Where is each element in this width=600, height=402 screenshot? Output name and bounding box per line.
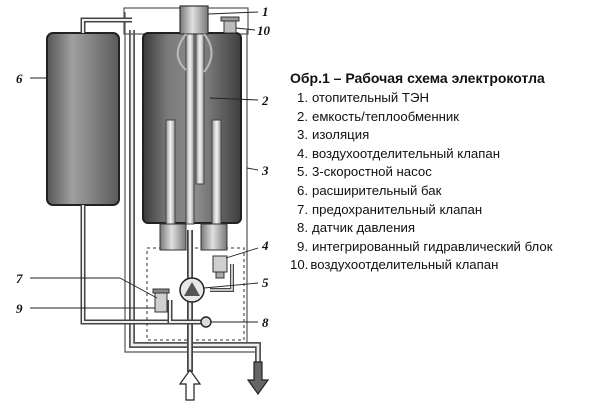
legend-item-text: 3-скоростной насос: [312, 164, 432, 180]
legend-item-number: 7.: [297, 201, 308, 217]
legend-item: 9.интегрированный гидравлический блок: [290, 238, 600, 257]
safety-valve: [152, 288, 170, 313]
legend-item: 6.расширительный бак: [290, 182, 600, 201]
legend-item-text: датчик давления: [312, 220, 416, 236]
callout-4: 4: [261, 238, 269, 253]
callout-9: 9: [16, 301, 23, 316]
legend-item-text: расширительный бак: [312, 182, 442, 198]
legend-item-number: 3.: [297, 127, 308, 143]
legend-item: 4.воздухоотделительный клапан: [290, 145, 600, 164]
outlet-arrow-icon: [246, 361, 270, 396]
callout-6: 6: [16, 71, 23, 86]
lower-connectors: [159, 223, 228, 251]
legend-item-number: 9.: [297, 238, 308, 254]
legend-item-number: 8.: [297, 220, 308, 236]
legend-item-text: емкость/теплообменник: [312, 108, 460, 124]
legend-item-text: изоляция: [312, 127, 370, 143]
legend-item-text: воздухоотделительный клапан: [310, 257, 499, 273]
legend-item: 7.предохранительный клапан: [290, 201, 600, 220]
air-vent-lower: [212, 255, 228, 279]
callout-1: 1: [262, 4, 269, 19]
legend-item-text: отопительный ТЭН: [312, 90, 429, 105]
pressure-sensor: [200, 316, 212, 328]
legend-item: 5.3-скоростной насос: [290, 163, 600, 182]
legend-item-number: 10.: [290, 257, 309, 273]
legend-item-text: интегрированный гидравлический блок: [312, 238, 553, 254]
legend-list: 1. отопительный ТЭН 2.емкость/теплообменн…: [290, 89, 600, 275]
insulation-frame: [123, 7, 261, 362]
pump: [179, 277, 205, 303]
callout-3: 3: [261, 163, 269, 178]
legend-title: Обр.1 – Рабочая схема электрокотла: [290, 70, 545, 86]
inlet-arrow-icon: [178, 368, 202, 401]
heating-elements: [165, 33, 222, 225]
legend: Обр.1 – Рабочая схема электрокотла 1. ото…: [290, 70, 600, 275]
legend-item-number: 5.: [297, 164, 308, 180]
legend-item: 8.датчик давления: [290, 219, 600, 238]
hydraulic-block: [146, 247, 245, 341]
callout-7: 7: [16, 271, 23, 286]
callout-5: 5: [262, 275, 269, 290]
air-vent-top: [220, 16, 240, 34]
heater-head: [179, 5, 209, 35]
legend-item-number: 6.: [297, 182, 308, 198]
leader-lines: [30, 11, 259, 323]
legend-item-number: 4.: [297, 145, 308, 161]
legend-item-number: 1.: [297, 90, 308, 105]
legend-item: 1. отопительный ТЭН: [290, 89, 600, 108]
callout-8: 8: [262, 315, 269, 330]
legend-item-text: воздухоотделительный клапан: [312, 145, 501, 161]
expansion-tank: [46, 17, 170, 325]
callout-2: 2: [261, 93, 269, 108]
callout-10: 10: [257, 23, 271, 38]
legend-item: 10.воздухоотделительный клапан: [290, 256, 600, 275]
legend-item: 2.емкость/теплообменник: [290, 108, 600, 127]
legend-item: 3.изоляция: [290, 126, 600, 145]
pipes: [167, 230, 234, 372]
legend-item-number: 2.: [297, 108, 308, 124]
legend-item-text: предохранительный клапан: [312, 201, 483, 217]
